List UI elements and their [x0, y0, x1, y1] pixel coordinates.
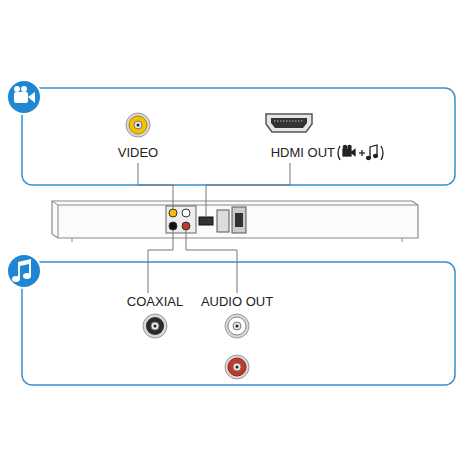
coaxial-jack [143, 314, 167, 338]
camera-symbol [14, 86, 35, 103]
note-symbol [12, 259, 31, 282]
audio-out-jacks [225, 314, 249, 379]
hdmi-port [266, 114, 312, 132]
audio-panel [22, 262, 455, 385]
port-label: VIDEO [118, 145, 158, 160]
video-panel [22, 88, 455, 185]
video-jack [126, 113, 150, 137]
leader-lines [138, 163, 290, 293]
audio-icon [7, 254, 41, 288]
player-body [52, 201, 418, 242]
video-icon [7, 80, 41, 114]
port-label: HDMI OUT [271, 145, 335, 160]
port-label: AUDIO OUT [201, 294, 273, 309]
port-label: COAXIAL [127, 294, 183, 309]
hdmi-signal-symbol [338, 145, 383, 160]
